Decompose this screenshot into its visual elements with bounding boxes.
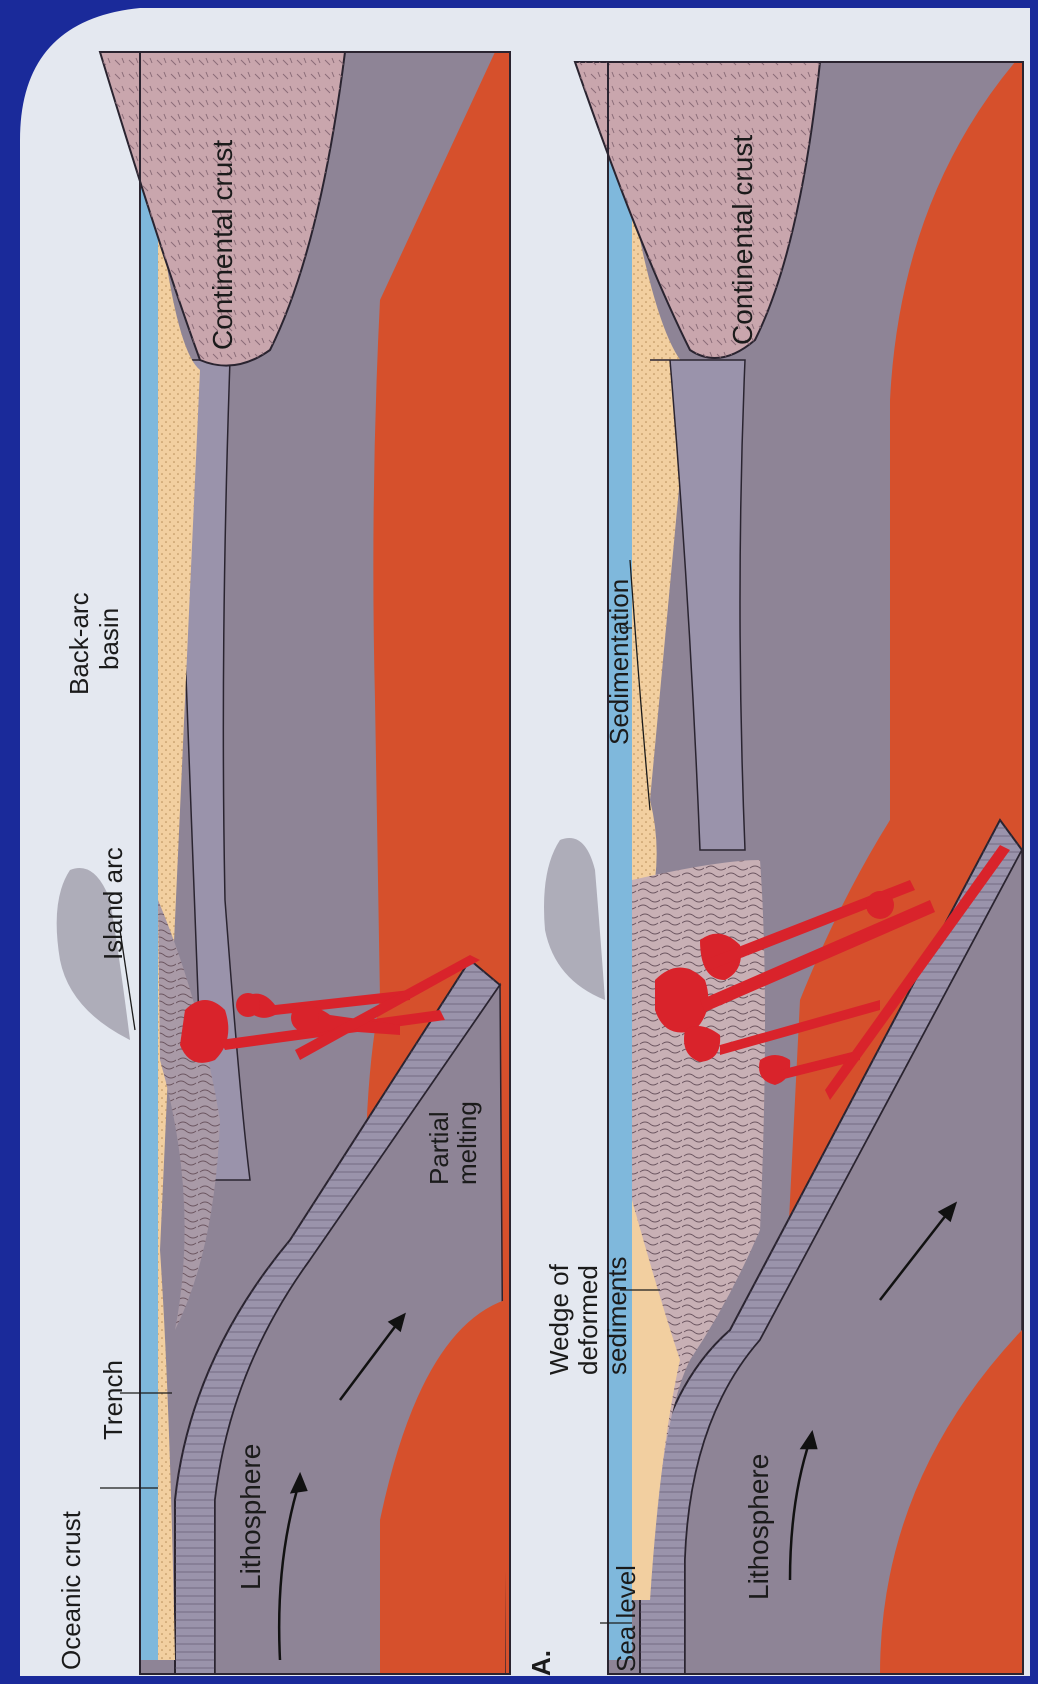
label-island-arc: Island arc xyxy=(98,847,128,960)
label-wedge-line2: deformed xyxy=(573,1265,603,1375)
label-oceanic-crust: Oceanic crust xyxy=(56,1510,86,1670)
label-lithosphere-a: Lithosphere xyxy=(235,1444,266,1590)
label-back-arc-basin-line2: basin xyxy=(94,608,124,670)
label-sedimentation: Sedimentation xyxy=(604,579,634,745)
label-partial-melting-line2: melting xyxy=(452,1101,482,1185)
label-continental-crust-a: Continental crust xyxy=(207,140,238,350)
panel-b-ocean xyxy=(608,62,632,1660)
label-sea-level: Sea level xyxy=(611,1565,641,1672)
label-panel-a-letter: A. xyxy=(526,1650,556,1676)
label-wedge-line3: sediments xyxy=(602,1257,632,1376)
panel-a-ocean xyxy=(140,52,158,1660)
label-trench: Trench xyxy=(98,1360,128,1440)
label-wedge-line1: Wedge of xyxy=(544,1263,574,1375)
label-continental-crust-b: Continental crust xyxy=(727,135,758,345)
label-back-arc-basin-line1: Back-arc xyxy=(64,592,94,695)
label-lithosphere-b: Lithosphere xyxy=(743,1454,774,1600)
label-partial-melting-line1: Partial xyxy=(424,1111,454,1185)
panel-b xyxy=(544,62,1023,1674)
